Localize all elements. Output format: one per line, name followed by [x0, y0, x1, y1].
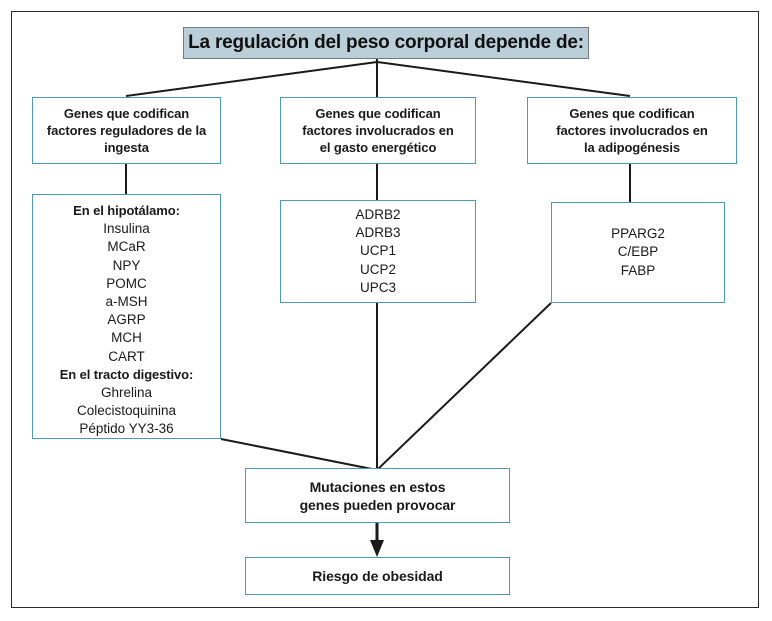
gene-list-item: MCH	[111, 330, 142, 346]
category-line: el gasto energético	[319, 140, 437, 155]
outcome-box-riesgo-obesidad: Riesgo de obesidad	[245, 557, 510, 595]
gene-list-header: En el hipotálamo:	[73, 203, 180, 218]
category-line: factores reguladores de la	[46, 123, 207, 138]
category-box-adipogenesis: Genes que codifican factores involucrado…	[527, 97, 737, 164]
gene-list-item: UCP1	[359, 243, 396, 259]
gene-list-header: En el tracto digestivo:	[59, 366, 194, 382]
page-title: La regulación del peso corporal depende …	[188, 32, 584, 53]
gene-list-item: NPY	[112, 257, 141, 273]
gene-list-item: FABP	[620, 262, 656, 278]
category-line: Genes que codifican	[63, 106, 190, 121]
gene-list-item: POMC	[106, 275, 147, 291]
category-line: Genes que codifican	[315, 106, 441, 121]
category-line: factores involucrados en	[302, 123, 454, 138]
gene-list-box-adipogenesis: PPARG2 C/EBP FABP	[551, 202, 725, 303]
gene-list-item: a-MSH	[105, 294, 148, 310]
gene-list-item: Colecistoquinina	[76, 403, 177, 419]
diagram-title-box: La regulación del peso corporal depende …	[183, 27, 589, 59]
category-line: ingesta	[104, 140, 149, 155]
gene-list-item: C/EBP	[617, 244, 659, 260]
gene-list-item: UPC3	[359, 279, 396, 295]
outcome-line: genes pueden provocar	[299, 496, 456, 513]
gene-list-item: PPARG2	[611, 226, 665, 242]
gene-list-item: UCP2	[359, 261, 396, 277]
gene-list-item: Ghrelina	[100, 385, 153, 401]
category-line: la adipogénesis	[583, 140, 681, 155]
category-line: factores involucrados en	[556, 123, 708, 138]
outcome-box-mutaciones: Mutaciones en estos genes pueden provoca…	[245, 468, 510, 523]
outcome-line: Riesgo de obesidad	[312, 568, 443, 584]
gene-list-box-ingesta: En el hipotálamo: Insulina MCaR NPY POMC…	[32, 194, 221, 439]
category-box-ingesta: Genes que codifican factores reguladores…	[32, 97, 221, 164]
category-line: Genes que codifican	[569, 106, 695, 121]
gene-list-item: MCaR	[107, 239, 146, 255]
gene-list-item: AGRP	[107, 312, 146, 328]
gene-list-item: Insulina	[103, 221, 150, 237]
gene-list-item: Péptido YY3-36	[79, 421, 174, 437]
gene-list-item: CART	[108, 348, 145, 364]
gene-list-box-gasto-energetico: ADRB2 ADRB3 UCP1 UCP2 UPC3	[280, 200, 476, 303]
gene-list-item: ADRB2	[355, 206, 401, 222]
gene-list-item: ADRB3	[355, 225, 401, 241]
outcome-line: Mutaciones en estos	[309, 478, 446, 495]
category-box-gasto-energetico: Genes que codifican factores involucrado…	[280, 97, 476, 164]
